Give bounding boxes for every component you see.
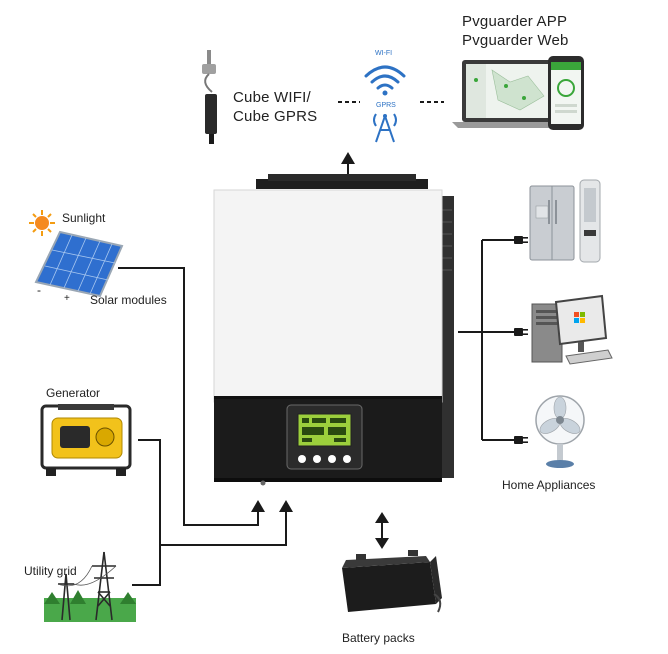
tower-air-conditioner-icon <box>579 179 601 263</box>
gprs-tag: GPRS <box>376 102 396 109</box>
inverter <box>213 174 454 486</box>
utility-grid-icon <box>44 551 136 622</box>
grid-line <box>132 545 161 586</box>
gprs-antenna-icon <box>373 113 397 143</box>
plug-icon <box>514 328 528 336</box>
cube-gprs-label: Cube GPRS <box>233 108 318 125</box>
laptop-icon <box>452 60 564 128</box>
button-icon <box>343 455 351 463</box>
solar-minus-label: - <box>37 283 41 297</box>
solar-arrow-icon <box>251 500 265 512</box>
solar-modules-label: Solar modules <box>90 293 167 307</box>
inverter-body <box>213 189 443 403</box>
solar-plus-label: + <box>64 293 70 304</box>
battery-packs-label: Battery packs <box>342 631 415 645</box>
connection-lines <box>118 101 514 586</box>
inverter-bracket <box>256 179 428 189</box>
inverter-side-fins <box>440 196 454 478</box>
wifi-icon <box>364 65 406 90</box>
phone-icon <box>548 56 584 130</box>
computer-icon <box>531 294 613 365</box>
refrigerator-icon <box>529 185 575 261</box>
sunlight-label: Sunlight <box>62 211 106 225</box>
utility-grid-label: Utility grid <box>24 564 77 578</box>
wifi-dongle-icon <box>202 50 217 144</box>
button-icon <box>328 455 336 463</box>
button-icon <box>298 455 306 463</box>
grid-arrow-icon <box>279 500 293 512</box>
battery-arrow-down-icon <box>375 538 389 549</box>
pvguarder-app-label: Pvguarder APP <box>462 13 568 30</box>
solar-panel-icon <box>34 230 124 298</box>
display-buttons <box>298 455 351 463</box>
home-appliances-label: Home Appliances <box>502 478 596 492</box>
battery-icon <box>342 550 442 613</box>
fan-icon <box>535 395 585 468</box>
comm-arrow-icon <box>341 152 355 164</box>
wifi-tag: WI-FI <box>375 50 393 57</box>
pvguarder-web-label: Pvguarder Web <box>462 32 569 49</box>
generator-label: Generator <box>46 386 101 400</box>
plug-icons <box>514 236 528 444</box>
plug-icon <box>514 436 528 444</box>
sun-icon <box>29 210 55 236</box>
plug-icon <box>514 236 528 244</box>
battery-arrow-up-icon <box>375 512 389 523</box>
solar-line <box>118 267 259 526</box>
button-icon <box>313 455 321 463</box>
generator-icon <box>40 404 132 476</box>
cube-wifi-label: Cube WIFI/ <box>233 89 311 106</box>
